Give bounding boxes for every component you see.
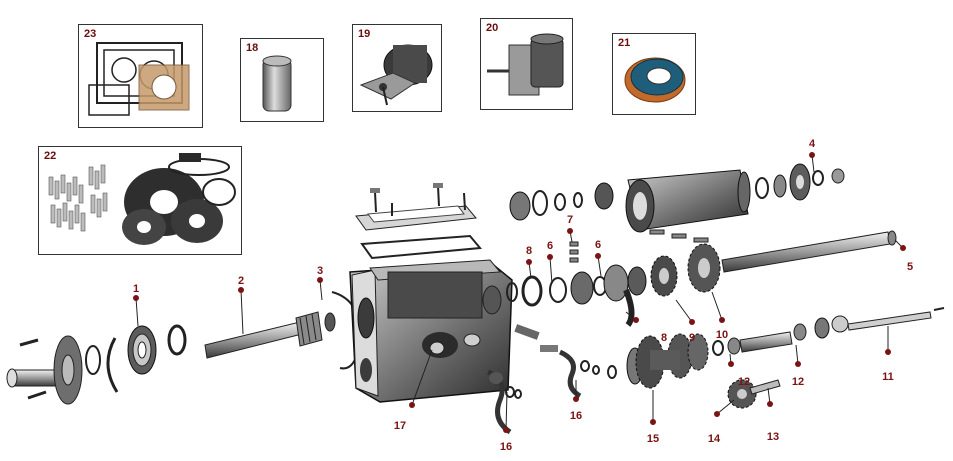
callout-label-16: 16 <box>570 410 582 422</box>
shift-lever-assembly <box>486 324 582 435</box>
callout-leader-17 <box>411 349 433 406</box>
callout-leader-2 <box>240 289 244 335</box>
callout-dot-3 <box>317 277 323 283</box>
inset-19-label: 19 <box>358 28 371 40</box>
callout-label-8: 8 <box>661 332 667 344</box>
countershaft-assembly <box>626 307 945 389</box>
solenoid-image <box>487 33 564 96</box>
callout-label-14: 14 <box>708 433 721 445</box>
oil-seal-image <box>624 57 686 103</box>
top-cover <box>355 183 477 231</box>
callout-label-12: 12 <box>738 376 750 388</box>
callout-dot-16 <box>573 396 579 402</box>
inset-21-label: 21 <box>618 37 631 49</box>
callout-label-2: 2 <box>238 275 244 287</box>
inset-18-pin: 18 <box>240 38 324 122</box>
callout-label-7: 7 <box>567 214 573 226</box>
callout-label-9: 9 <box>689 332 695 344</box>
callout-leader-14 <box>716 399 735 415</box>
input-shaft <box>204 311 336 359</box>
callout-label-10: 10 <box>716 329 728 341</box>
callout-leader-10 <box>711 291 723 321</box>
callout-label-1: 1 <box>133 283 139 295</box>
snap-ring <box>85 345 101 375</box>
bearing-1 <box>127 325 157 375</box>
callout-leader-6 <box>549 256 553 285</box>
output-flange <box>6 335 83 405</box>
mainshaft <box>721 230 897 273</box>
transmission-case <box>349 259 513 403</box>
housing-image <box>359 44 433 106</box>
callout-label-6: 6 <box>547 240 553 252</box>
callout-dot-16 <box>503 427 509 433</box>
callout-label-3: 3 <box>317 265 323 277</box>
callout-leader-16 <box>505 391 508 431</box>
inset-22-label: 22 <box>44 150 57 162</box>
inset-18-label: 18 <box>246 42 259 54</box>
callout-dot-15 <box>650 419 656 425</box>
callout-dot-17 <box>409 402 415 408</box>
pin-image <box>262 55 292 112</box>
small-pins <box>569 229 709 263</box>
washer <box>167 324 187 356</box>
callout-dot-6 <box>547 254 553 260</box>
callout-dot-11 <box>885 349 891 355</box>
small-parts-image <box>48 153 236 245</box>
callout-dot-8 <box>633 317 639 323</box>
inset-23-gasket-set: 23 <box>78 24 203 128</box>
callout-dot-1 <box>133 295 139 301</box>
callout-label-13: 13 <box>767 431 779 443</box>
callout-dot-14 <box>714 411 720 417</box>
callout-label-4: 4 <box>809 138 816 150</box>
retaining-clip <box>106 337 119 393</box>
callout-dot-13 <box>767 401 773 407</box>
callout-dot-8 <box>526 259 532 265</box>
callout-dot-6 <box>595 253 601 259</box>
callout-label-8: 8 <box>526 245 532 257</box>
callout-label-5: 5 <box>907 261 913 273</box>
callout-dot-2 <box>238 287 244 293</box>
callout-dot-9 <box>689 319 695 325</box>
callout-dot-4 <box>809 152 815 158</box>
callout-label-16: 16 <box>500 441 512 453</box>
small-washers <box>505 360 617 399</box>
rear-extension-housing <box>509 163 845 233</box>
inset-21-oil-seal: 21 <box>612 33 696 115</box>
inset-19-housing: 19 <box>352 24 442 112</box>
inset-22-small-parts: 22 <box>38 146 242 255</box>
callout-dot-12 <box>728 361 734 367</box>
callout-label-17: 17 <box>394 420 406 432</box>
callout-leader-12 <box>795 344 799 365</box>
callout-label-15: 15 <box>647 433 659 445</box>
inset-23-label: 23 <box>84 28 97 40</box>
callout-label-6: 6 <box>595 239 601 251</box>
callout-label-11: 11 <box>882 371 894 383</box>
callout-leader-1 <box>135 297 139 327</box>
gasket-set-image <box>88 42 190 116</box>
callout-dot-10 <box>719 317 725 323</box>
callout-leader-6 <box>597 255 602 277</box>
mainshaft-gear-train <box>506 243 721 327</box>
callout-leader-3 <box>319 279 323 301</box>
callout-dot-12 <box>795 361 801 367</box>
inset-20-label: 20 <box>486 22 499 34</box>
callout-label-12: 12 <box>792 376 804 388</box>
callout-dot-7 <box>567 228 573 234</box>
callout-dot-5 <box>900 245 906 251</box>
cover-gasket <box>360 234 482 260</box>
inset-20-solenoid: 20 <box>480 18 573 110</box>
callout-leader-9 <box>675 299 693 323</box>
reverse-idler-gear <box>727 379 781 409</box>
